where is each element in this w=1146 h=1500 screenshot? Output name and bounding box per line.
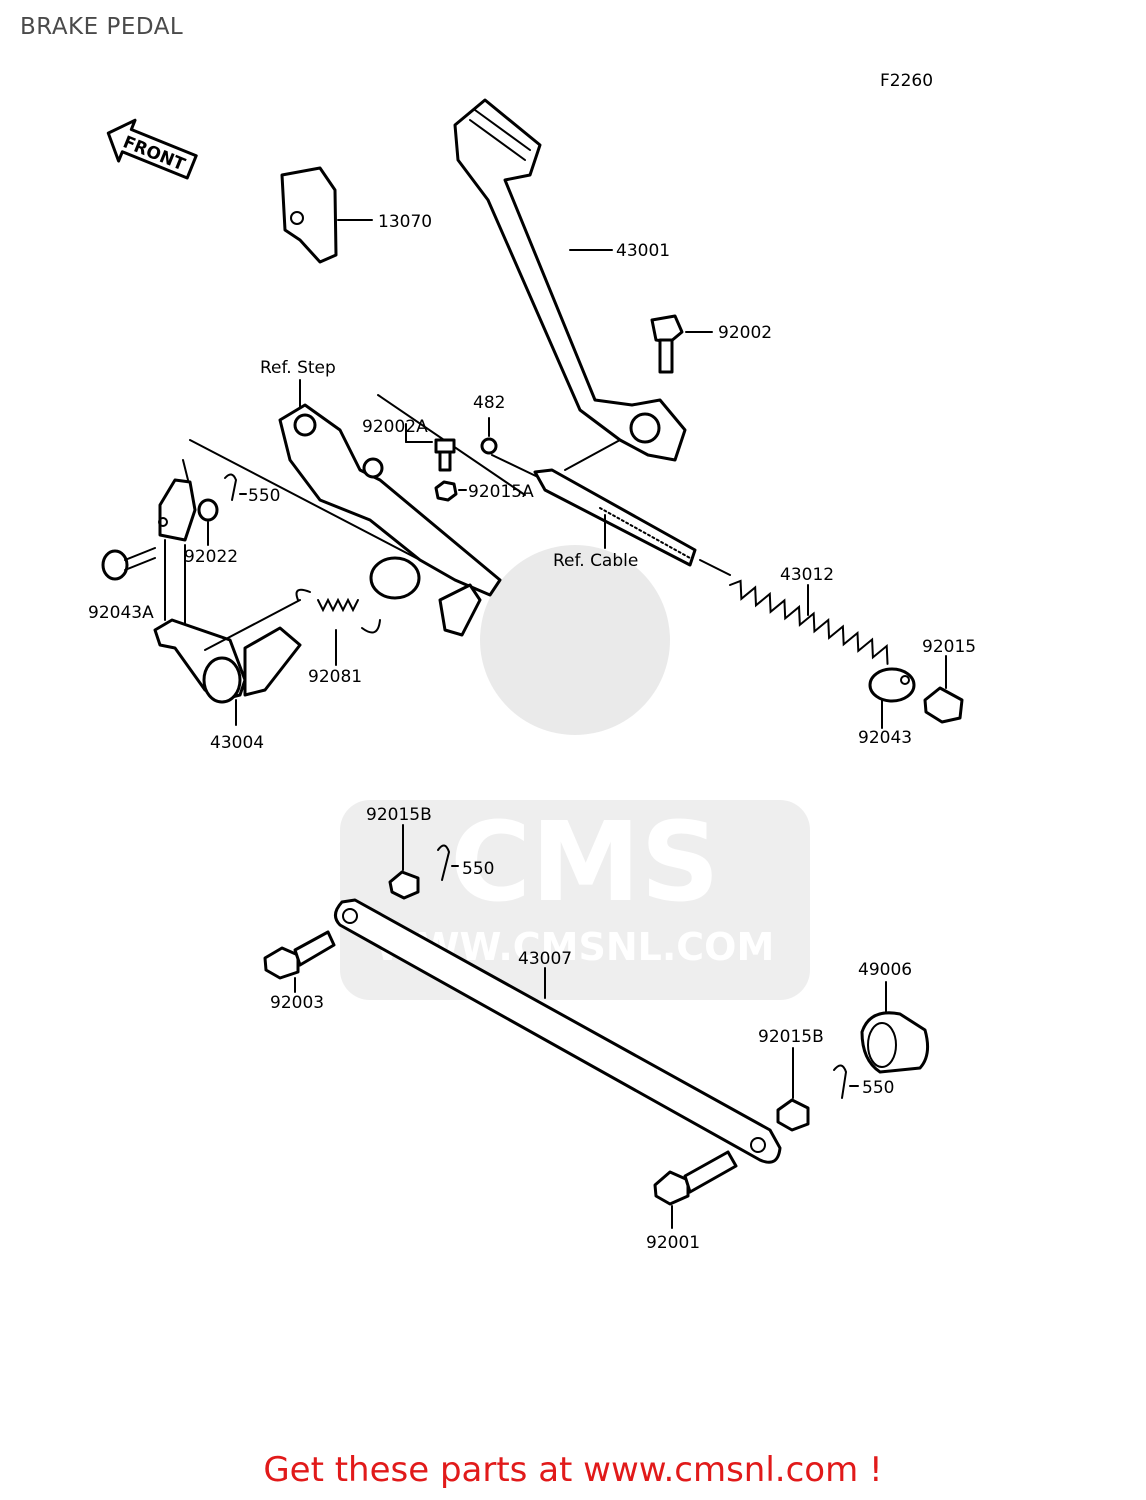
part-92015B-nut-top — [388, 824, 420, 900]
label-92001: 92001 — [646, 1233, 700, 1253]
part-13070-bracket — [280, 166, 373, 264]
label-92015: 92015 — [922, 637, 976, 657]
part-ref-step-bracket — [189, 394, 526, 637]
part-92022-washer — [197, 498, 219, 546]
label-43012: 43012 — [780, 565, 834, 585]
exploded-parts-diagram: CMS WWW.CMSNL.COM F2260 FRONT 13070 4300… — [88, 71, 976, 1253]
label-92015B-top: 92015B — [366, 805, 432, 825]
watermark-mascot-head — [480, 545, 670, 735]
label-13070: 13070 — [378, 212, 432, 232]
label-92043A: 92043A — [88, 603, 154, 623]
label-482: 482 — [473, 393, 505, 413]
part-clevis — [158, 459, 197, 626]
part-43004-lever — [153, 618, 302, 726]
part-92015-nut — [923, 655, 964, 724]
part-550-cotter-pin-bottom — [833, 1064, 859, 1099]
part-92043-pin — [868, 667, 916, 729]
label-92002: 92002 — [718, 323, 772, 343]
label-49006: 49006 — [858, 960, 912, 980]
part-550-cotter-pin-top — [224, 473, 247, 501]
part-49006-rubber — [860, 981, 930, 1074]
part-brake-rod — [491, 439, 731, 576]
label-43001: 43001 — [616, 241, 670, 261]
part-482-washer — [480, 417, 498, 455]
label-92002A: 92002A — [362, 417, 428, 437]
part-550-cotter-pin-mid — [437, 844, 459, 881]
part-43012-spring — [729, 579, 889, 665]
label-550-mid: 550 — [462, 859, 494, 879]
part-43007-link-rod — [334, 898, 782, 1164]
part-92002A-bolt — [405, 423, 456, 472]
label-92015B-bottom: 92015B — [758, 1027, 824, 1047]
label-ref-cable: Ref. Cable — [553, 551, 638, 571]
watermark-banner — [340, 800, 810, 1000]
part-92015A-nut — [434, 480, 467, 502]
front-arrow-icon: FRONT — [106, 118, 198, 180]
label-550-bottom: 550 — [862, 1078, 894, 1098]
figure-code: F2260 — [880, 71, 933, 91]
page-title: BRAKE PEDAL — [20, 14, 184, 40]
label-43004: 43004 — [210, 733, 264, 753]
label-92022: 92022 — [184, 547, 238, 567]
part-92001-bolt — [653, 1150, 738, 1229]
label-92081: 92081 — [308, 667, 362, 687]
part-92003-bolt — [263, 930, 336, 993]
watermark-brand: CMS — [450, 798, 719, 926]
part-92002-bolt — [650, 314, 713, 374]
label-92015A: 92015A — [468, 482, 534, 502]
label-43007: 43007 — [518, 949, 572, 969]
label-ref-step: Ref. Step — [260, 358, 336, 378]
part-43001-brake-pedal — [453, 98, 687, 462]
part-92043A-pin — [101, 547, 156, 581]
part-92015B-nut-bottom — [776, 1047, 810, 1132]
label-92003: 92003 — [270, 993, 324, 1013]
footer-call-to-action[interactable]: Get these parts at www.cmsnl.com ! — [263, 1450, 883, 1490]
label-92043: 92043 — [858, 728, 912, 748]
label-550-top: 550 — [248, 486, 280, 506]
part-92081-return-spring — [204, 588, 381, 666]
